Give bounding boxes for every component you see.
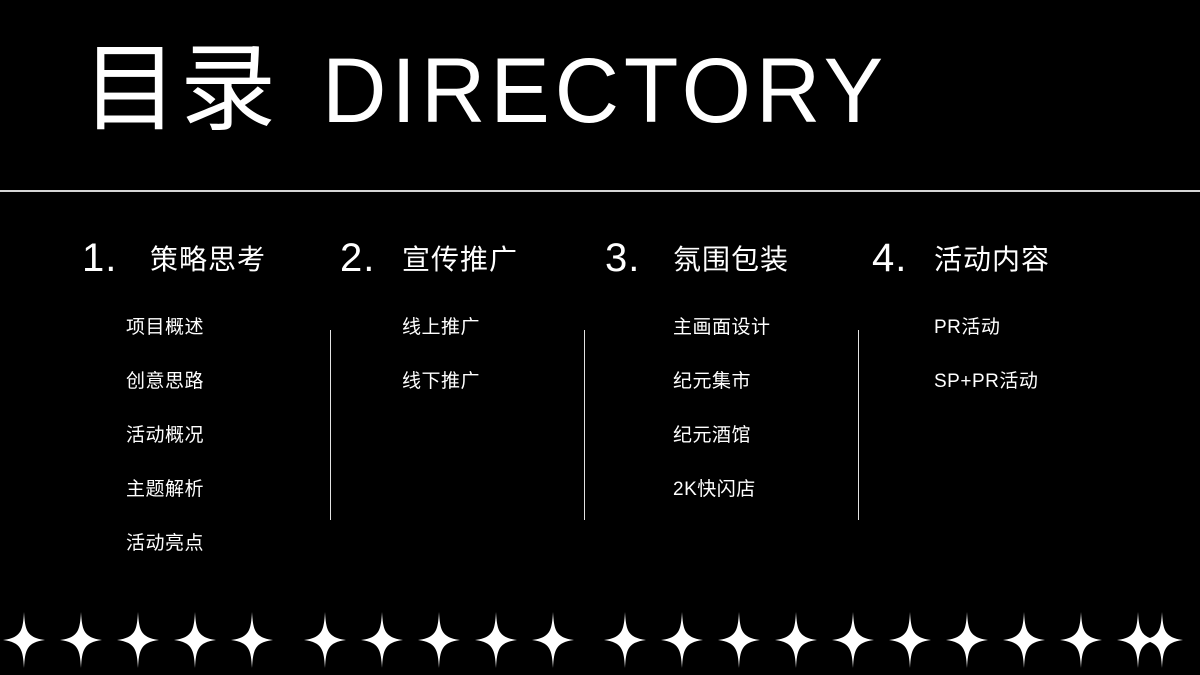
sparkle-star-icon: [775, 612, 817, 668]
list-item[interactable]: 项目概述: [126, 317, 205, 338]
column-title-3: 氛围包装: [673, 244, 790, 275]
column-header-3: 3. 氛围包装: [605, 238, 845, 298]
column-title-2: 宣传推广: [402, 244, 519, 275]
list-item[interactable]: 线上推广: [402, 317, 481, 338]
column-divider-1: [330, 330, 331, 520]
column-number-2: 2.: [340, 236, 376, 280]
sparkle-star-icon: [532, 612, 574, 668]
page-title: 目录 DIRECTORY: [82, 42, 905, 138]
title-divider: [0, 190, 1200, 192]
column-number-3: 3.: [605, 236, 641, 280]
list-item[interactable]: 主画面设计: [673, 317, 771, 338]
list-item[interactable]: 线下推广: [402, 371, 481, 392]
sparkle-star-icon: [946, 612, 988, 668]
list-item[interactable]: 创意思路: [126, 371, 205, 392]
sparkle-star-icon: [718, 612, 760, 668]
sparkle-star-icon: [1003, 612, 1045, 668]
directory-column-3[interactable]: 3. 氛围包装 主画面设计 纪元集市 纪元酒馆 2K快闪店: [605, 238, 845, 568]
list-item[interactable]: 主题解析: [126, 479, 205, 500]
sparkle-star-icon: [231, 612, 273, 668]
list-item[interactable]: 纪元酒馆: [673, 425, 752, 446]
column-divider-3: [858, 330, 859, 520]
list-item[interactable]: 纪元集市: [673, 371, 752, 392]
sparkle-star-icon: [604, 612, 646, 668]
column-items-4: PR活动 SP+PR活动: [934, 318, 1038, 426]
column-divider-2: [584, 330, 585, 520]
column-number-1: 1.: [82, 236, 118, 280]
list-item[interactable]: SP+PR活动: [934, 371, 1039, 392]
sparkle-star-icon: [174, 612, 216, 668]
column-header-1: 1. 策略思考: [82, 238, 312, 298]
page-title-en: DIRECTORY: [322, 40, 888, 142]
sparkle-star-icon: [661, 612, 703, 668]
sparkle-star-row: [0, 612, 1200, 670]
sparkle-star-icon: [1141, 612, 1183, 668]
sparkle-star-icon: [418, 612, 460, 668]
list-item[interactable]: 活动概况: [126, 425, 205, 446]
sparkle-star-icon: [60, 612, 102, 668]
page-title-cn: 目录: [82, 36, 278, 143]
column-title-4: 活动内容: [934, 244, 1051, 275]
sparkle-star-icon: [1060, 612, 1102, 668]
directory-column-1[interactable]: 1. 策略思考 项目概述 创意思路 活动概况 主题解析 活动亮点: [82, 238, 312, 568]
sparkle-star-icon: [304, 612, 346, 668]
column-items-3: 主画面设计 纪元集市 纪元酒馆 2K快闪店: [673, 318, 771, 534]
sparkle-star-icon: [1117, 612, 1159, 668]
list-item[interactable]: 2K快闪店: [673, 479, 756, 500]
directory-column-2[interactable]: 2. 宣传推广 线上推广 线下推广: [340, 238, 570, 568]
directory-column-4[interactable]: 4. 活动内容 PR活动 SP+PR活动: [872, 238, 1122, 568]
sparkle-star-icon: [889, 612, 931, 668]
column-header-2: 2. 宣传推广: [340, 238, 570, 298]
column-header-4: 4. 活动内容: [872, 238, 1122, 298]
sparkle-star-icon: [117, 612, 159, 668]
list-item[interactable]: 活动亮点: [126, 533, 205, 554]
column-title-1: 策略思考: [150, 244, 267, 275]
list-item[interactable]: PR活动: [934, 317, 1001, 338]
column-number-4: 4.: [872, 236, 908, 280]
column-items-2: 线上推广 线下推广: [402, 318, 480, 426]
sparkle-star-icon: [361, 612, 403, 668]
directory-columns: 1. 策略思考 项目概述 创意思路 活动概况 主题解析 活动亮点 2. 宣传推广…: [0, 238, 1200, 568]
sparkle-star-icon: [475, 612, 517, 668]
sparkle-star-icon: [3, 612, 45, 668]
column-items-1: 项目概述 创意思路 活动概况 主题解析 活动亮点: [126, 318, 204, 588]
sparkle-star-icon: [832, 612, 874, 668]
